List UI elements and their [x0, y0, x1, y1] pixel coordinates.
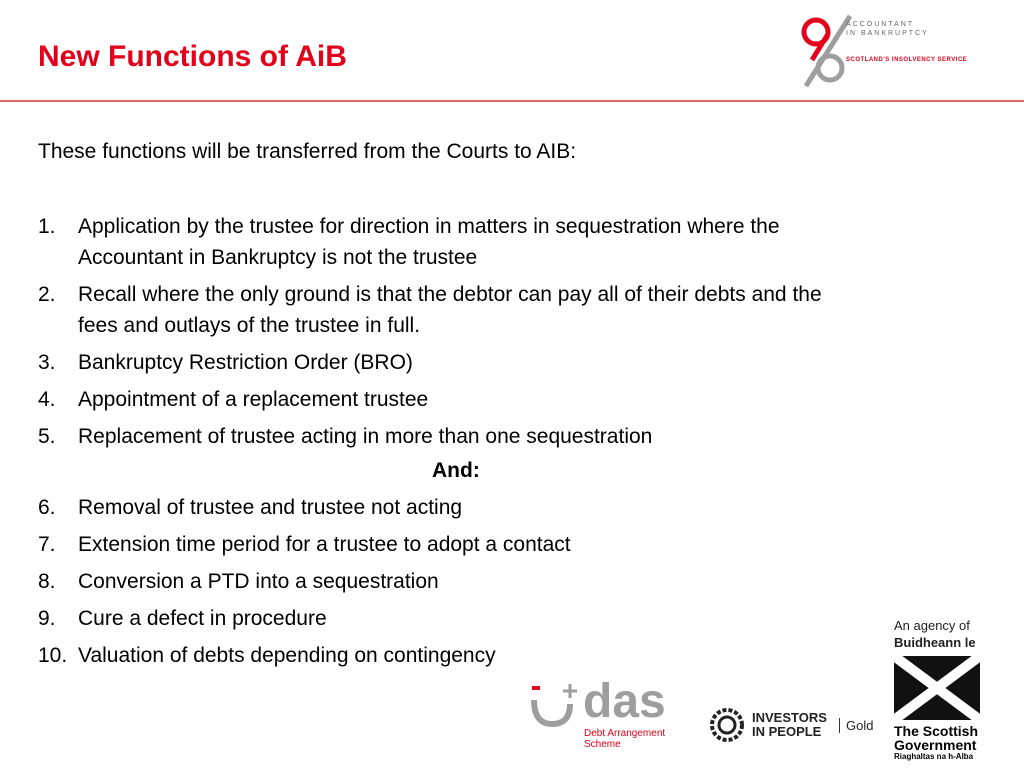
aib-mark-icon	[801, 14, 853, 88]
das-logo: das Debt Arrangement Scheme	[528, 675, 688, 752]
das-sub1: Debt Arrangement	[584, 728, 666, 739]
aib-logo: ACCOUNTANT IN BANKRUPTCY SCOTLAND'S INSO…	[798, 10, 978, 92]
item-text: Removal of trustee and trustee not actin…	[78, 496, 463, 519]
item-number: 10.	[38, 644, 68, 667]
item-number: 8.	[38, 570, 56, 593]
saltire-flag-icon	[894, 656, 980, 720]
item-number: 5.	[38, 425, 56, 448]
list-item: 3. Bankruptcy Restriction Order (BRO)	[38, 347, 838, 378]
item-text: Bankruptcy Restriction Order (BRO)	[78, 351, 413, 374]
das-subtitle: Debt Arrangement Scheme	[584, 728, 665, 750]
item-number: 9.	[38, 607, 56, 630]
item-text: Recall where the only ground is that the…	[78, 283, 822, 337]
iip-line2: IN PEOPLE	[752, 724, 822, 739]
iip-level: Gold	[839, 718, 873, 733]
list-item: 1. Application by the trustee for directi…	[38, 211, 838, 273]
das-sub2: Scheme	[584, 739, 621, 750]
item-text: Replacement of trustee acting in more th…	[78, 425, 653, 448]
item-text: Extension time period for a trustee to a…	[78, 533, 571, 556]
list-item: 9. Cure a defect in procedure	[38, 603, 838, 634]
item-number: 7.	[38, 533, 56, 556]
list-item: 2. Recall where the only ground is that t…	[38, 279, 838, 341]
list-item: 7. Extension time period for a trustee to…	[38, 529, 838, 560]
laurel-icon	[710, 708, 744, 742]
scottish-government-logo: An agency of Buidheann le The Scottish G…	[894, 618, 994, 761]
item-text: Valuation of debts depending on continge…	[78, 644, 496, 667]
intro-text: These functions will be transferred from…	[38, 140, 577, 163]
das-mark-icon	[531, 684, 577, 728]
item-number: 3.	[38, 351, 56, 374]
and-label: And:	[432, 459, 480, 482]
item-number: 1.	[38, 215, 56, 238]
iip-wordmark: INVESTORS IN PEOPLE	[752, 711, 827, 739]
item-number: 6.	[38, 496, 56, 519]
sg-line2: Government	[894, 737, 977, 753]
das-wordmark: das	[583, 675, 666, 728]
list-item: 5. Replacement of trustee acting in more …	[38, 421, 838, 452]
investors-in-people-logo: INVESTORS IN PEOPLE Gold	[707, 705, 887, 745]
sg-line1: The Scottish	[894, 723, 979, 739]
list-item: 8. Conversion a PTD into a sequestration	[38, 566, 838, 597]
item-number: 4.	[38, 388, 56, 411]
item-text: Cure a defect in procedure	[78, 607, 327, 630]
iip-line1: INVESTORS	[752, 710, 827, 725]
functions-list-b: 6. Removal of trustee and trustee not act…	[38, 492, 838, 677]
item-text: Application by the trustee for direction…	[78, 215, 780, 269]
sg-line3: Riaghaltas na h-Alba	[894, 752, 974, 761]
item-number: 2.	[38, 283, 56, 306]
slide-title: New Functions of AiB	[38, 40, 347, 73]
item-text: Conversion a PTD into a sequestration	[78, 570, 439, 593]
aib-wordmark: ACCOUNTANT IN BANKRUPTCY	[846, 20, 929, 38]
list-item: 4. Appointment of a replacement trustee	[38, 384, 838, 415]
item-text: Appointment of a replacement trustee	[78, 388, 429, 411]
aib-line1: ACCOUNTANT	[846, 21, 915, 28]
agency-line2: Buidheann le	[894, 635, 976, 650]
functions-list-a: 1. Application by the trustee for directi…	[38, 211, 838, 458]
list-item: 6. Removal of trustee and trustee not act…	[38, 492, 838, 523]
aib-line2: IN BANKRUPTCY	[846, 30, 929, 37]
agency-line1: An agency of	[894, 618, 970, 633]
list-item: 10. Valuation of debts depending on conti…	[38, 640, 838, 671]
aib-tagline: SCOTLAND'S INSOLVENCY SERVICE	[846, 57, 968, 63]
title-divider	[0, 100, 1024, 102]
